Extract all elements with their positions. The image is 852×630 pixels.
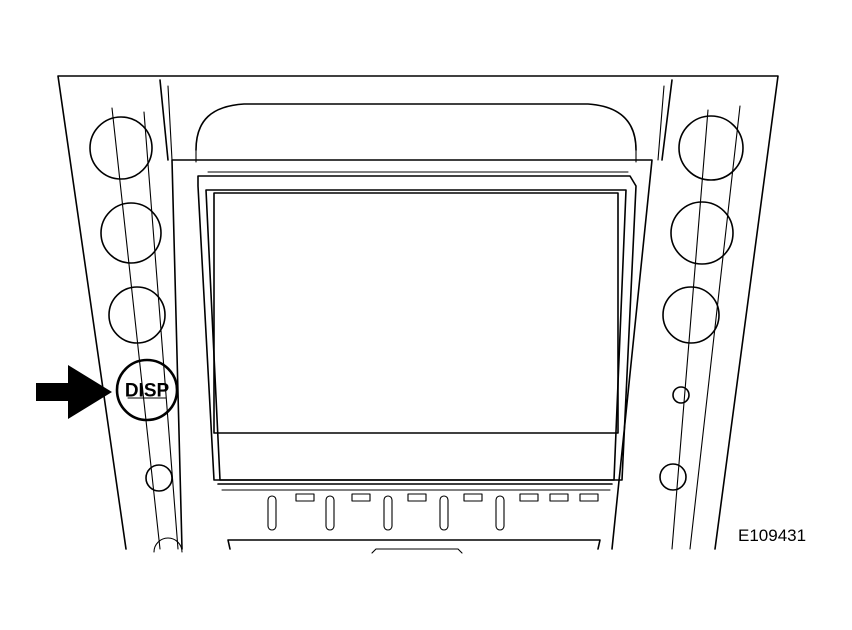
knob-slot[interactable] — [267, 495, 277, 531]
strip-button[interactable] — [351, 493, 371, 502]
disp-button[interactable]: DISP — [115, 358, 179, 422]
knob-slot[interactable] — [439, 495, 449, 531]
knob-slot[interactable] — [325, 495, 335, 531]
strip-buttons — [295, 493, 599, 502]
knob-slot[interactable] — [495, 495, 505, 531]
strip-button[interactable] — [579, 493, 599, 502]
left-small-button[interactable] — [145, 464, 173, 492]
pointer-arrow — [36, 365, 112, 419]
control-knobs — [267, 495, 505, 531]
right-buttons — [659, 115, 744, 491]
left-round-button[interactable] — [108, 286, 166, 344]
strip-button[interactable] — [407, 493, 427, 502]
console-bezel — [57, 75, 779, 550]
right-round-button[interactable] — [670, 201, 734, 265]
figure-reference-code: E109431 — [738, 526, 806, 545]
right-small-button[interactable] — [672, 386, 690, 404]
display-screen — [197, 175, 637, 481]
strip-button[interactable] — [519, 493, 539, 502]
knob-slot[interactable] — [383, 495, 393, 531]
left-round-button[interactable] — [100, 202, 162, 264]
strip-button[interactable] — [463, 493, 483, 502]
display-hood — [171, 103, 653, 550]
strip-button[interactable] — [549, 493, 569, 502]
disp-button-label: DISP — [125, 381, 170, 402]
right-small-button[interactable] — [659, 463, 687, 491]
right-round-button[interactable] — [662, 286, 720, 344]
left-round-button[interactable] — [89, 116, 153, 180]
control-strip — [217, 483, 613, 554]
screen-glass — [213, 192, 619, 434]
strip-button[interactable] — [295, 493, 315, 502]
right-round-button[interactable] — [678, 115, 744, 181]
left-buttons — [89, 116, 183, 553]
